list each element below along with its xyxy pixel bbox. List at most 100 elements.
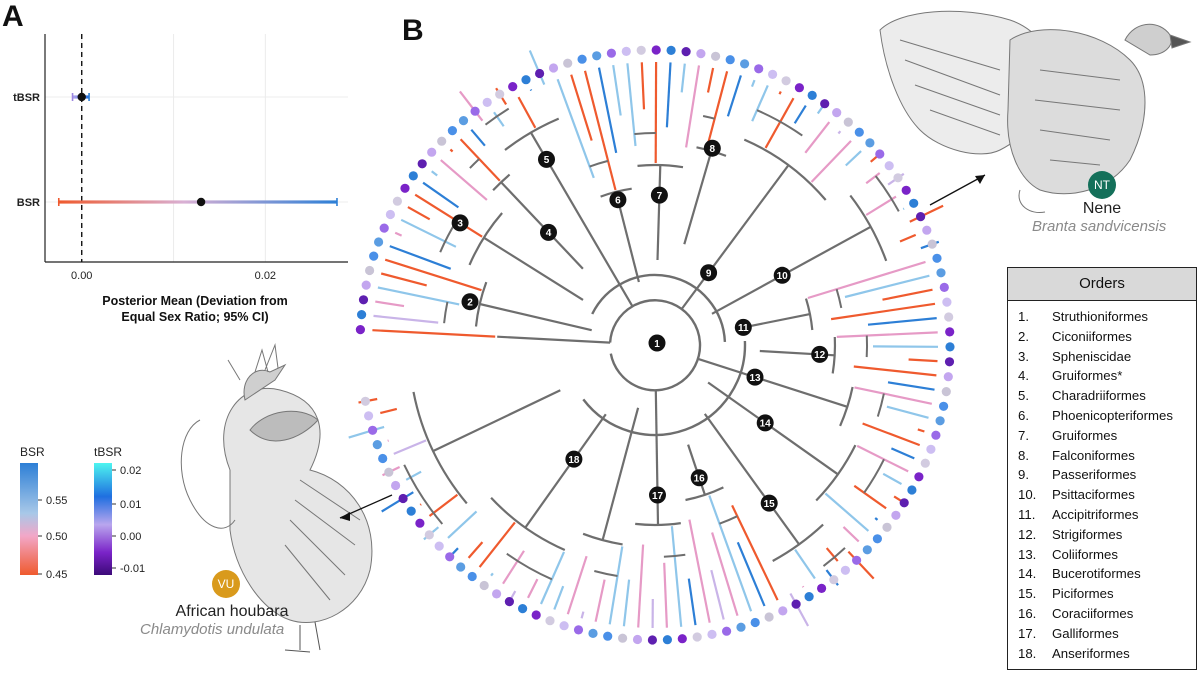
tip-branch — [882, 472, 903, 486]
subclade-arc — [634, 131, 656, 135]
node-marker — [690, 469, 708, 487]
tip-marker — [521, 75, 531, 85]
order-name: Charadriiformes — [1052, 388, 1146, 404]
tip-marker — [936, 268, 946, 278]
tip-marker — [854, 127, 864, 137]
tip-marker — [458, 116, 469, 126]
tip-marker — [445, 552, 455, 562]
tip-branch — [807, 260, 926, 300]
subclade-arc — [876, 393, 885, 417]
tip-marker — [939, 401, 949, 411]
node-label: 11 — [738, 323, 749, 334]
order-number: 16. — [1018, 605, 1037, 621]
node-label: 5 — [544, 155, 550, 166]
tip-marker — [508, 82, 518, 92]
order-number: 2. — [1018, 328, 1029, 344]
tip-branch — [793, 105, 807, 124]
node-label: 18 — [568, 455, 580, 466]
node-label: 4 — [546, 228, 552, 239]
order-name: Falconiformes — [1052, 447, 1135, 463]
nene-illustration — [879, 10, 1192, 214]
node-marker — [648, 334, 666, 352]
backbone-arc — [582, 340, 747, 437]
tip-branch — [874, 517, 879, 521]
x-tick-002: 0.02 — [255, 270, 276, 282]
tip-marker — [840, 565, 851, 575]
tbsr-tick-neg001: -0.01 — [120, 563, 145, 575]
order-name: Gruiformes* — [1052, 368, 1123, 384]
tip-marker — [651, 45, 661, 55]
tbsr-tick-002: 0.02 — [120, 465, 141, 477]
tip-branch — [856, 444, 909, 473]
tip-marker — [927, 239, 937, 249]
order-name: Galliformes — [1052, 625, 1119, 641]
tip-marker — [548, 63, 559, 73]
clade-stem — [707, 381, 839, 476]
node-marker — [811, 345, 829, 363]
clade-stem — [601, 407, 640, 541]
tip-marker — [406, 506, 416, 516]
clade-stem — [703, 413, 800, 546]
tip-branch — [801, 585, 805, 588]
order-item: 15.Piciformes — [1018, 584, 1196, 604]
tip-branch — [478, 521, 516, 568]
tip-branch — [580, 611, 585, 619]
tip-branch — [830, 302, 936, 321]
order-number: 5. — [1018, 388, 1029, 404]
tip-marker — [361, 280, 371, 290]
node-marker — [540, 223, 557, 241]
tip-marker — [415, 518, 425, 528]
node-label: 1 — [654, 339, 660, 350]
tip-marker — [400, 183, 410, 193]
tip-branch — [845, 150, 862, 167]
order-item: 10.Psittaciformes — [1018, 485, 1196, 505]
node-label: 6 — [615, 196, 621, 207]
tip-marker — [559, 621, 569, 631]
tip-branch — [825, 547, 839, 562]
tip-marker — [573, 625, 584, 635]
tip-branch — [736, 541, 766, 607]
node-marker — [609, 191, 627, 209]
tip-branch — [804, 121, 831, 154]
node-label: 10 — [777, 271, 789, 282]
tip-branch — [570, 74, 593, 141]
tip-marker — [807, 90, 817, 100]
tip-marker — [384, 467, 394, 477]
tip-branch — [597, 67, 618, 154]
orders-title: Orders — [1008, 268, 1196, 301]
tip-marker — [482, 97, 492, 107]
tip-branch — [865, 172, 881, 185]
tip-marker — [606, 48, 617, 58]
tip-marker — [945, 342, 955, 352]
node-label: 13 — [749, 373, 761, 384]
subclade-arc — [874, 175, 900, 212]
tip-marker — [943, 372, 953, 382]
tip-marker — [781, 76, 791, 86]
order-number: 11. — [1018, 506, 1036, 522]
tip-marker — [768, 69, 778, 79]
tip-marker — [392, 196, 402, 206]
tip-marker — [932, 253, 942, 263]
tip-marker — [355, 325, 365, 335]
order-name: Passeriformes — [1052, 467, 1137, 483]
tip-marker — [804, 592, 814, 602]
houbara-status-badge: VU — [212, 570, 240, 598]
tip-marker — [531, 610, 541, 620]
node-label: 9 — [706, 269, 712, 280]
tip-branch — [527, 578, 539, 599]
tip-branch — [502, 550, 525, 585]
tip-branch — [751, 84, 769, 122]
tip-marker — [647, 635, 658, 645]
tip-marker — [891, 510, 901, 520]
clade-stem — [697, 357, 848, 408]
tip-marker — [417, 159, 427, 169]
node-marker — [703, 139, 721, 157]
tbsr-tick-001: 0.01 — [120, 499, 141, 511]
order-name: Coraciiformes — [1052, 605, 1134, 621]
order-number: 1. — [1018, 309, 1029, 324]
order-name: Ciconiiformes — [1052, 328, 1132, 344]
tip-branch — [640, 62, 646, 110]
bsr-tick-045: 0.45 — [46, 569, 67, 581]
tip-marker — [437, 136, 447, 146]
tip-marker — [754, 64, 764, 74]
